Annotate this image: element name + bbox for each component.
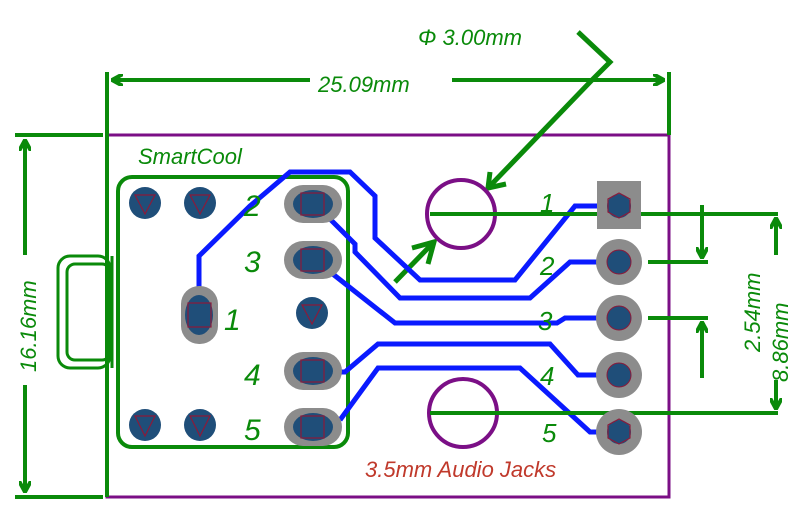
- width-dimension-label: 25.09mm: [317, 72, 410, 97]
- nc-hole: [296, 297, 328, 329]
- header-pads: [596, 181, 642, 455]
- trace-2: [313, 202, 612, 301]
- jack-pin-label: 1: [224, 304, 241, 337]
- trace-5: [337, 365, 612, 435]
- pin-pitch-label: 2.54mm: [740, 273, 765, 353]
- header-pad-2: [596, 239, 642, 285]
- component-name: SmartCool: [138, 144, 243, 169]
- hole-diameter-label: Φ 3.00mm: [418, 25, 522, 50]
- header-pin-label: 4: [540, 361, 554, 391]
- jack-pin-label: 4: [244, 359, 261, 392]
- trace-1: [196, 169, 612, 300]
- height-dimension: 16.16mm: [15, 133, 103, 499]
- trace-3: [313, 258, 612, 326]
- header-pad-4: [596, 352, 642, 398]
- jack-pads: [129, 185, 342, 446]
- jack-pin-label: 3: [244, 246, 261, 279]
- board-note: 3.5mm Audio Jacks: [365, 457, 556, 482]
- header-pin-label: 5: [542, 418, 557, 448]
- nc-hole: [184, 409, 216, 441]
- jack-pad-1: [181, 286, 218, 344]
- header-pad-3: [596, 295, 642, 341]
- jack-pad-2: [284, 185, 342, 223]
- jack-pin-label: 5: [244, 414, 261, 447]
- jack-pad-5: [284, 408, 342, 446]
- width-dimension: 25.09mm: [105, 72, 671, 497]
- header-pad-5: [596, 409, 642, 455]
- height-dimension-label: 16.16mm: [16, 280, 41, 372]
- nc-hole: [129, 187, 161, 219]
- nc-hole: [129, 409, 161, 441]
- smartcool-footprint: SmartCool: [56, 144, 350, 449]
- jack-pad-4: [284, 352, 342, 390]
- header-pad-1: [597, 181, 641, 229]
- nc-hole: [184, 187, 216, 219]
- jack-pad-3: [284, 241, 342, 279]
- jack-pin-label: 2: [243, 190, 261, 223]
- header-pin-label: 1: [540, 188, 554, 218]
- header-pin-label: 3: [538, 306, 553, 336]
- hole-diameter-callout: Φ 3.00mm: [393, 25, 614, 284]
- header-pin-label: 2: [539, 251, 555, 281]
- hole-spacing-label: 8.86mm: [768, 303, 793, 382]
